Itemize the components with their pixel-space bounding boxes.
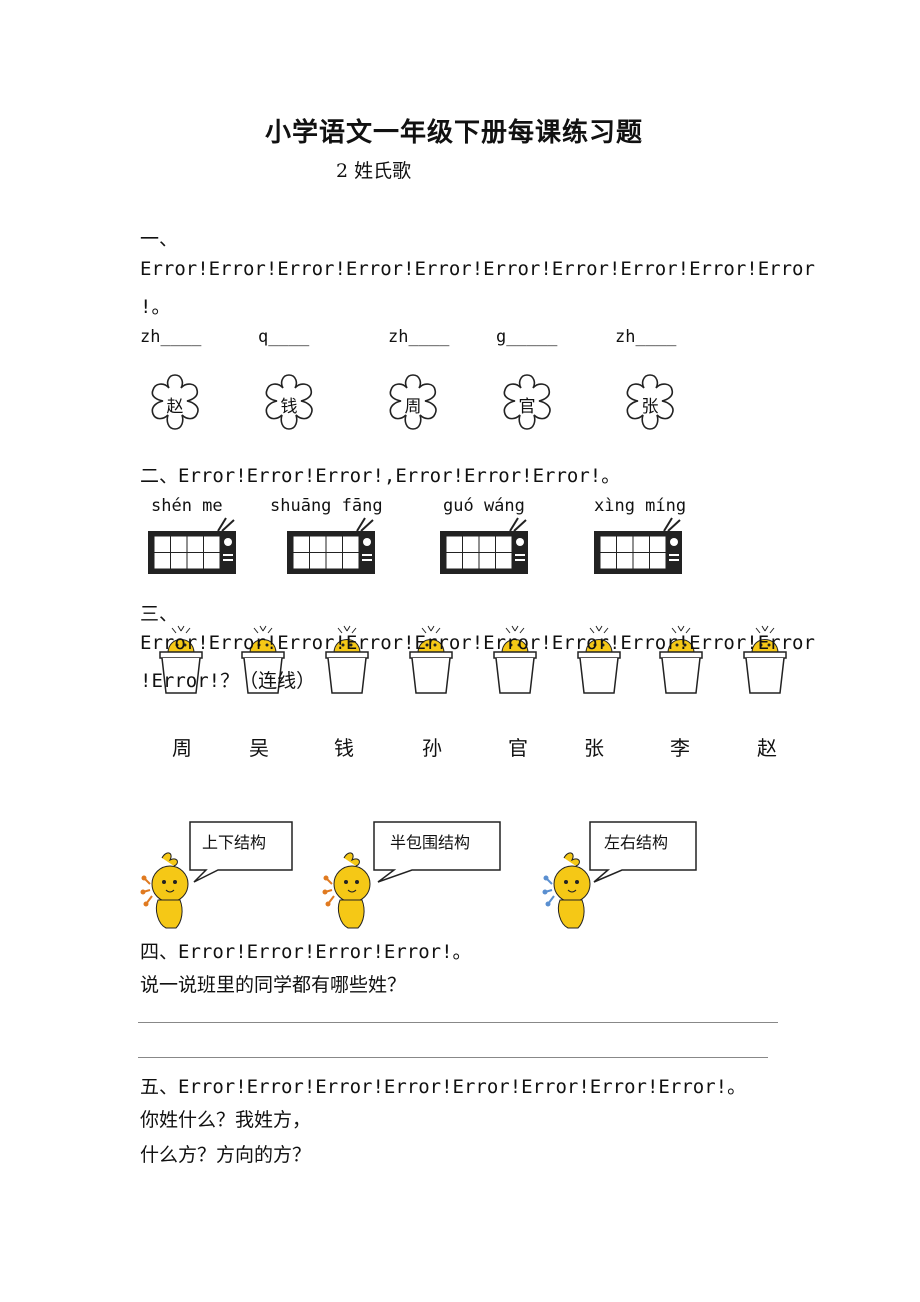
tv-writing-box-icon [440,517,528,574]
section3-heading: 三、 [140,603,179,625]
tv-pinyin: shuāng fāng [270,496,383,516]
section1-heading: 一、 [140,228,179,250]
flower-char: 官 [518,397,536,417]
mascot-icon [140,852,189,929]
answer-line[interactable] [138,1057,768,1058]
section4-heading: 四、Error!Error!Error!Error!。 [140,941,472,963]
structure-label: 上下结构 [202,833,267,852]
cup-mascot-icon [159,625,203,694]
pinyin-blank: zh____ [140,327,202,347]
cup-mascot-icon [743,625,787,694]
flower-char: 钱 [280,397,298,417]
section5-heading: 五、Error!Error!Error!Error!Error!Error!Er… [140,1076,747,1098]
surname-char: 李 [670,736,690,760]
surname-char: 周 [172,736,192,760]
surname-char: 张 [584,736,604,760]
speech-bubble: 半包围结构 [372,820,502,888]
surname-char: 钱 [334,736,354,760]
section1-line1: Error!Error!Error!Error!Error!Error!Erro… [140,258,815,280]
flower-char: 张 [641,397,659,417]
flower-char: 赵 [166,397,184,417]
surname-char: 官 [508,736,528,760]
structure-label: 左右结构 [604,833,669,852]
flower-icon: 钱 [258,371,320,433]
tv-writing-box-icon [148,517,236,574]
cup-mascot-icon [325,625,369,694]
surname-char: 孙 [422,736,442,760]
pinyin-blank: q____ [258,327,310,347]
flower-icon: 官 [496,371,558,433]
section1-line2: !。 [140,296,171,318]
flower-icon: 周 [382,371,444,433]
flower-icon: 赵 [144,371,206,433]
tv-writing-box-icon [594,517,682,574]
pinyin-blank: zh____ [388,327,450,347]
cup-mascot-icon [659,625,703,694]
cup-mascot-icon [493,625,537,694]
section5-line1: 你姓什么？我姓方， [140,1109,312,1131]
section5-line2: 什么方？方向的方？ [140,1144,312,1166]
cup-mascot-icon [577,625,621,694]
flower-icon: 张 [619,371,681,433]
lesson-subtitle: 2 姓氏歌 [336,160,412,182]
page-title: 小学语文一年级下册每课练习题 [265,118,644,148]
surname-char: 吴 [249,736,269,760]
pinyin-blank: g_____ [496,327,558,347]
section3-line1: Error!Error!Error!Error!Error!Error!Erro… [140,632,815,654]
cup-mascot-icon [241,625,285,694]
surname-char: 赵 [757,736,777,760]
section4-prompt: 说一说班里的同学都有哪些姓？ [140,974,407,996]
cup-mascot-icon [409,625,453,694]
tv-pinyin: shén me [151,496,223,516]
tv-writing-box-icon [287,517,375,574]
answer-line[interactable] [138,1022,778,1023]
speech-bubble: 左右结构 [588,820,698,888]
speech-bubble: 上下结构 [188,820,294,888]
flower-char: 周 [404,397,422,417]
section2-heading: 二、Error!Error!Error!,Error!Error!Error!。 [140,465,621,487]
mascot-icon [542,852,591,929]
tv-pinyin: xìng míng [594,496,687,516]
pinyin-blank: zh____ [615,327,677,347]
section3-line2: !Error!？（连线） [140,670,316,692]
structure-label: 半包围结构 [390,833,471,852]
tv-pinyin: guó wáng [443,496,525,516]
mascot-icon [322,852,371,929]
